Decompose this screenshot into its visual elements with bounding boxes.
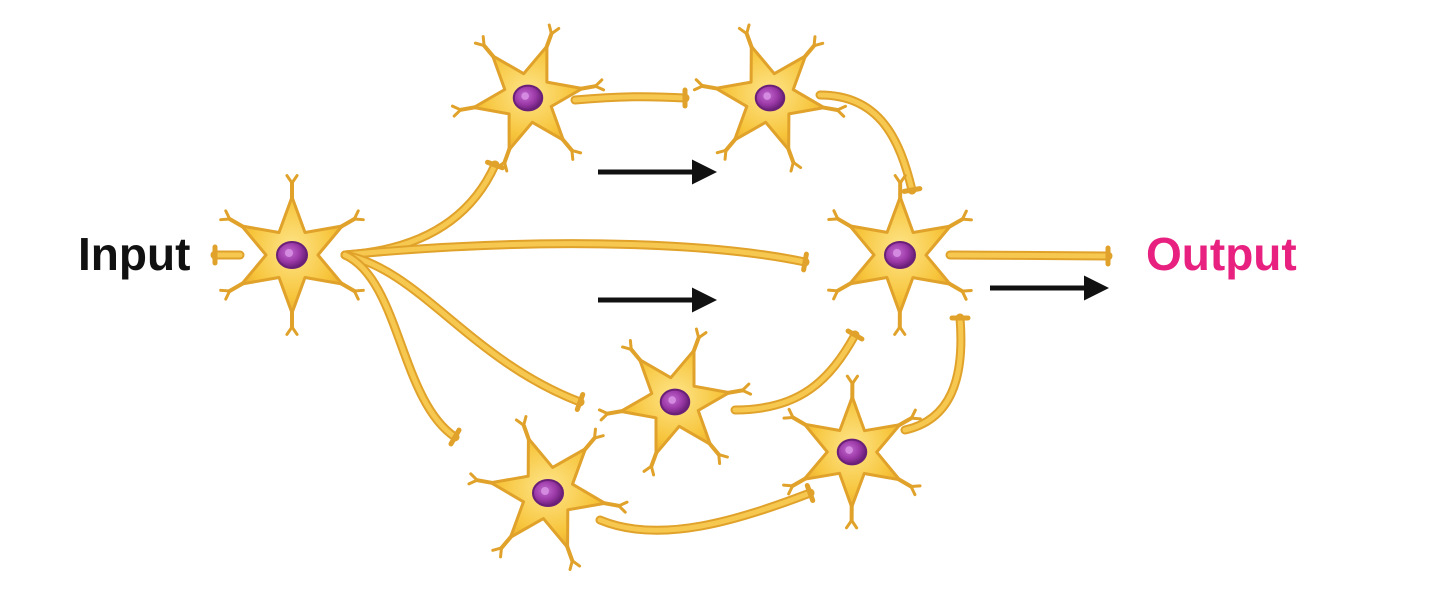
input-label: Input <box>78 228 190 280</box>
neuron-mid-bottom <box>597 327 753 477</box>
neuron-bottom-right <box>782 374 922 530</box>
axon-top-right-to-center <box>815 90 923 195</box>
axon-bottom-left-to-bottom-right <box>595 482 816 535</box>
axon-bottom-right-to-center <box>900 313 971 435</box>
axon-input-to-top-left <box>340 159 506 260</box>
output-label: Output <box>1146 228 1297 280</box>
axon-input-to-mid-bottom <box>340 250 586 413</box>
neuron-bottom-left <box>467 415 629 571</box>
axon-input-to-bottom-left <box>340 250 462 447</box>
neuron-top-right <box>692 23 848 173</box>
direction-arrows <box>598 159 1109 313</box>
neuron-input <box>219 174 365 336</box>
axon-center-to-output <box>945 245 1113 267</box>
axon-input-to-center <box>340 239 810 273</box>
neuron-top-left <box>450 23 606 173</box>
neurons <box>219 23 973 571</box>
axon-mid-bottom-to-center <box>730 328 865 415</box>
axon-top-left-to-top-right <box>570 87 690 109</box>
axon-connections <box>210 87 1113 535</box>
neuron-center <box>827 174 973 336</box>
axon-input-stub <box>210 244 245 266</box>
